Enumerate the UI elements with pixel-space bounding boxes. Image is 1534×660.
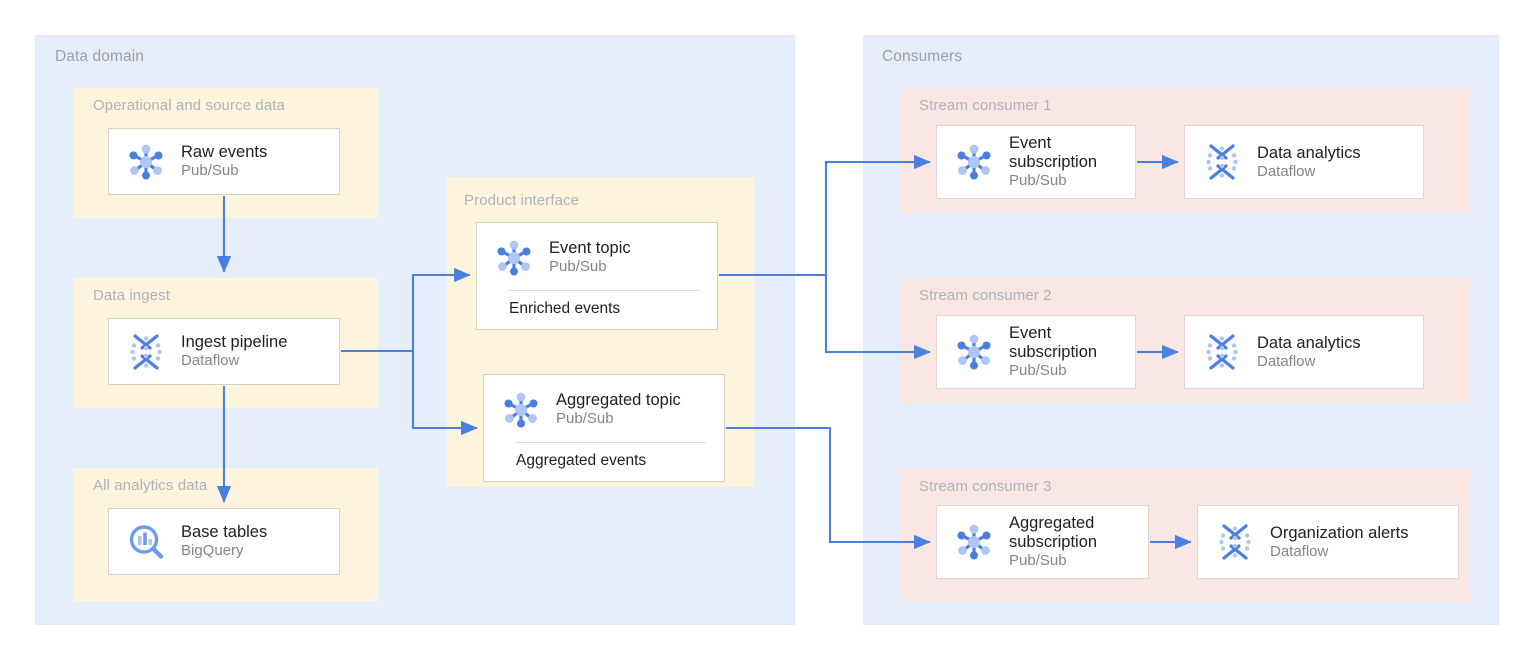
pubsub-icon (498, 387, 544, 433)
card-organization-alerts-main: Organization alerts Dataflow (1198, 519, 1458, 565)
card-aggregated-subscription-main: Aggregated subscription Pub/Sub (937, 514, 1148, 570)
dataflow-icon (1212, 519, 1258, 565)
card-event-subscription-1-text: Event subscription Pub/Sub (1009, 134, 1121, 190)
group-all-analytics-data-title: All analytics data (93, 477, 208, 494)
card-raw-events-subtitle: Pub/Sub (181, 162, 239, 179)
card-event-subscription-2-text: Event subscription Pub/Sub (1009, 324, 1121, 380)
group-operational-and-source-data-title: Operational and source data (93, 97, 285, 114)
card-aggregated-topic-title: Aggregated topic (556, 391, 681, 409)
card-base-tables[interactable]: Base tables BigQuery (108, 508, 340, 575)
card-event-subscription-2-subtitle: Pub/Sub (1009, 362, 1067, 379)
card-data-analytics-1[interactable]: Data analytics Dataflow (1184, 125, 1424, 199)
card-event-subscription-1-subtitle: Pub/Sub (1009, 172, 1067, 189)
card-raw-events-text: Raw events Pub/Sub (181, 143, 267, 180)
dataflow-icon (123, 329, 169, 375)
group-stream-consumer-1-title: Stream consumer 1 (919, 97, 1052, 114)
card-ingest-pipeline-title: Ingest pipeline (181, 333, 288, 351)
card-ingest-pipeline-main: Ingest pipeline Dataflow (109, 329, 339, 375)
card-aggregated-topic-text: Aggregated topic Pub/Sub (556, 391, 681, 428)
card-aggregated-subscription-title: Aggregated subscription (1009, 514, 1098, 551)
card-data-analytics-2-text: Data analytics Dataflow (1257, 334, 1361, 371)
card-organization-alerts-text: Organization alerts Dataflow (1270, 524, 1409, 561)
pubsub-icon (951, 139, 997, 185)
group-data-ingest-title: Data ingest (93, 287, 170, 304)
card-aggregated-subscription-subtitle: Pub/Sub (1009, 552, 1067, 569)
card-event-topic-subtitle: Pub/Sub (549, 258, 607, 275)
group-stream-consumer-2-title: Stream consumer 2 (919, 287, 1052, 304)
card-event-topic-footer: Enriched events (509, 299, 621, 317)
pubsub-icon (951, 329, 997, 375)
card-aggregated-topic-footer: Aggregated events (516, 451, 647, 469)
card-aggregated-topic-divider (516, 441, 706, 443)
card-ingest-pipeline-text: Ingest pipeline Dataflow (181, 333, 287, 370)
card-raw-events-title: Raw events (181, 143, 268, 161)
card-event-subscription-1-title: Event subscription (1009, 134, 1098, 171)
card-event-subscription-1-main: Event subscription Pub/Sub (937, 134, 1135, 190)
pubsub-icon (951, 519, 997, 565)
card-event-topic-text: Event topic Pub/Sub (549, 239, 631, 276)
card-raw-events[interactable]: Raw events Pub/Sub (108, 128, 340, 195)
card-raw-events-main: Raw events Pub/Sub (109, 139, 339, 185)
pubsub-icon (491, 235, 537, 281)
card-data-analytics-2-subtitle: Dataflow (1257, 352, 1316, 370)
card-event-subscription-2-title: Event subscription (1009, 324, 1098, 361)
card-event-topic-title: Event topic (549, 239, 631, 257)
card-base-tables-subtitle: BigQuery (181, 542, 244, 559)
card-organization-alerts[interactable]: Organization alerts Dataflow (1197, 505, 1459, 579)
card-aggregated-topic[interactable]: Aggregated topic Pub/Sub Aggregated even… (483, 374, 725, 482)
card-aggregated-topic-subtitle: Pub/Sub (556, 410, 614, 427)
card-data-analytics-1-text: Data analytics Dataflow (1257, 144, 1361, 181)
card-event-topic[interactable]: Event topic Pub/Sub Enriched events (476, 222, 718, 330)
group-product-interface-title: Product interface (464, 192, 580, 209)
group-stream-consumer-3-title: Stream consumer 3 (919, 478, 1052, 495)
card-ingest-pipeline-subtitle: Dataflow (181, 352, 240, 369)
card-aggregated-subscription[interactable]: Aggregated subscription Pub/Sub (936, 505, 1149, 579)
card-organization-alerts-title: Organization alerts (1270, 523, 1409, 542)
card-data-analytics-2-main: Data analytics Dataflow (1185, 329, 1423, 375)
card-event-topic-divider (509, 289, 699, 291)
card-event-topic-main: Event topic Pub/Sub (477, 235, 717, 281)
card-data-analytics-2-title: Data analytics (1257, 333, 1361, 352)
card-base-tables-title: Base tables (181, 523, 268, 541)
dataflow-icon (1199, 139, 1245, 185)
card-event-subscription-2[interactable]: Event subscription Pub/Sub (936, 315, 1136, 389)
card-data-analytics-1-title: Data analytics (1257, 143, 1361, 162)
bigquery-icon (123, 519, 169, 565)
panel-consumers-title: Consumers (882, 48, 963, 65)
card-base-tables-text: Base tables BigQuery (181, 523, 267, 560)
dataflow-icon (1199, 329, 1245, 375)
card-aggregated-topic-main: Aggregated topic Pub/Sub (484, 387, 724, 433)
card-data-analytics-2[interactable]: Data analytics Dataflow (1184, 315, 1424, 389)
card-data-analytics-1-subtitle: Dataflow (1257, 162, 1316, 180)
card-aggregated-subscription-text: Aggregated subscription Pub/Sub (1009, 514, 1131, 570)
card-ingest-pipeline[interactable]: Ingest pipeline Dataflow (108, 318, 340, 385)
card-base-tables-main: Base tables BigQuery (109, 519, 339, 565)
pubsub-icon (123, 139, 169, 185)
card-data-analytics-1-main: Data analytics Dataflow (1185, 139, 1423, 185)
card-event-subscription-2-main: Event subscription Pub/Sub (937, 324, 1135, 380)
panel-data-domain-title: Data domain (55, 48, 144, 65)
card-event-subscription-1[interactable]: Event subscription Pub/Sub (936, 125, 1136, 199)
card-organization-alerts-subtitle: Dataflow (1270, 542, 1329, 560)
